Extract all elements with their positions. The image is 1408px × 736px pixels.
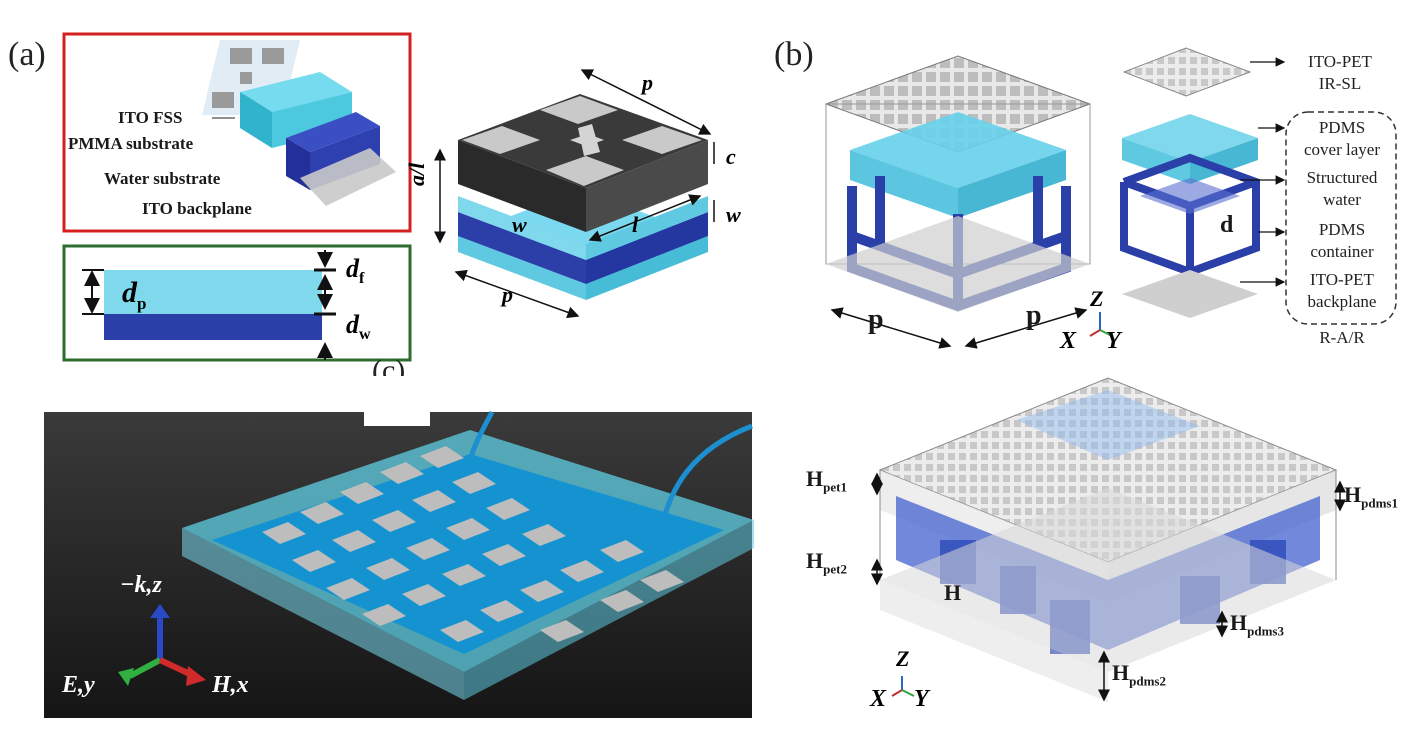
axis-y-bottom: Y: [914, 686, 929, 712]
pmma-top: [240, 72, 352, 112]
panel-a-exploded: [62, 32, 412, 233]
label-ito-pet-back: ITO-PET: [1310, 270, 1374, 289]
label-backplane: backplane: [1307, 292, 1377, 311]
label-h-pet2: Hpet2: [806, 548, 847, 577]
layer-label-ito-backplane: ITO backplane: [142, 199, 252, 218]
axis-z-bottom: Z: [896, 646, 910, 671]
label-h-pdms3: Hpdms3: [1230, 610, 1284, 639]
dim-p-bottom: p: [502, 282, 513, 307]
label-h-pdms1: Hpdms1: [1344, 482, 1398, 511]
panel-c-letter: (c): [372, 354, 406, 376]
dim-c: c: [726, 144, 736, 169]
layer-label-pmma: PMMA substrate: [68, 134, 194, 153]
layer-label-water: Water substrate: [104, 169, 221, 188]
label-pdms-cover: PDMS: [1318, 118, 1366, 137]
label-container: container: [1310, 242, 1374, 261]
label-ito-pet: ITO-PET: [1308, 52, 1372, 71]
axis-k-z: −k,z: [120, 572, 162, 598]
ito-backplane: [300, 148, 396, 206]
label-h: H: [944, 580, 962, 605]
label-water: water: [1323, 190, 1361, 209]
water-plate: [212, 454, 724, 654]
axis-h-x: H,x: [212, 672, 249, 698]
water-layer: [104, 314, 322, 340]
label-h-pdms2: Hpdms2: [1112, 660, 1166, 689]
panel-a-unit-cell: [434, 69, 715, 319]
label-d: d: [1220, 212, 1234, 238]
thickness-df: df: [346, 254, 365, 288]
panel-b-unit: [824, 47, 1397, 349]
dim-p-top: p: [642, 70, 653, 95]
fss-patches: [262, 446, 684, 642]
layer-label-ito-fss: ITO FSS: [118, 108, 183, 127]
axis-z-top: Z: [1090, 286, 1104, 311]
water-top: [286, 112, 380, 152]
axis-y-top: Y: [1106, 328, 1121, 354]
label-ir-sl: IR-SL: [1318, 74, 1362, 93]
label-h-pet1: Hpet1: [806, 466, 847, 495]
dim-w-mid: w: [512, 212, 527, 237]
label-p-left: p: [868, 304, 884, 335]
dim-a-l: a/l: [404, 162, 429, 186]
panel-b-letter: (b): [774, 36, 814, 73]
label-p-right: p: [1026, 300, 1042, 331]
label-r-a-r: R-A/R: [1319, 328, 1365, 347]
axis-x-top: X: [1060, 328, 1077, 354]
green-frame: [62, 244, 412, 362]
dim-l: l: [632, 212, 639, 237]
label-pdms-container: PDMS: [1318, 220, 1366, 239]
panel-c-render: [44, 406, 754, 718]
dim-w-right: w: [726, 202, 741, 227]
thickness-dp: dp: [122, 276, 147, 313]
label-cover-layer: cover layer: [1304, 140, 1380, 159]
dashed-group-box: [1285, 111, 1397, 325]
label-structured: Structured: [1306, 168, 1378, 187]
pmma-layer: [104, 270, 322, 314]
red-frame: [62, 32, 412, 233]
panel-b-array: [871, 377, 1346, 702]
panel-a-letter: (a): [8, 36, 46, 73]
thickness-dw: dw: [346, 310, 371, 344]
axis-x-bottom: X: [870, 686, 887, 712]
axis-e-y: E,y: [62, 672, 95, 698]
panel-a-thickness: [62, 244, 412, 362]
